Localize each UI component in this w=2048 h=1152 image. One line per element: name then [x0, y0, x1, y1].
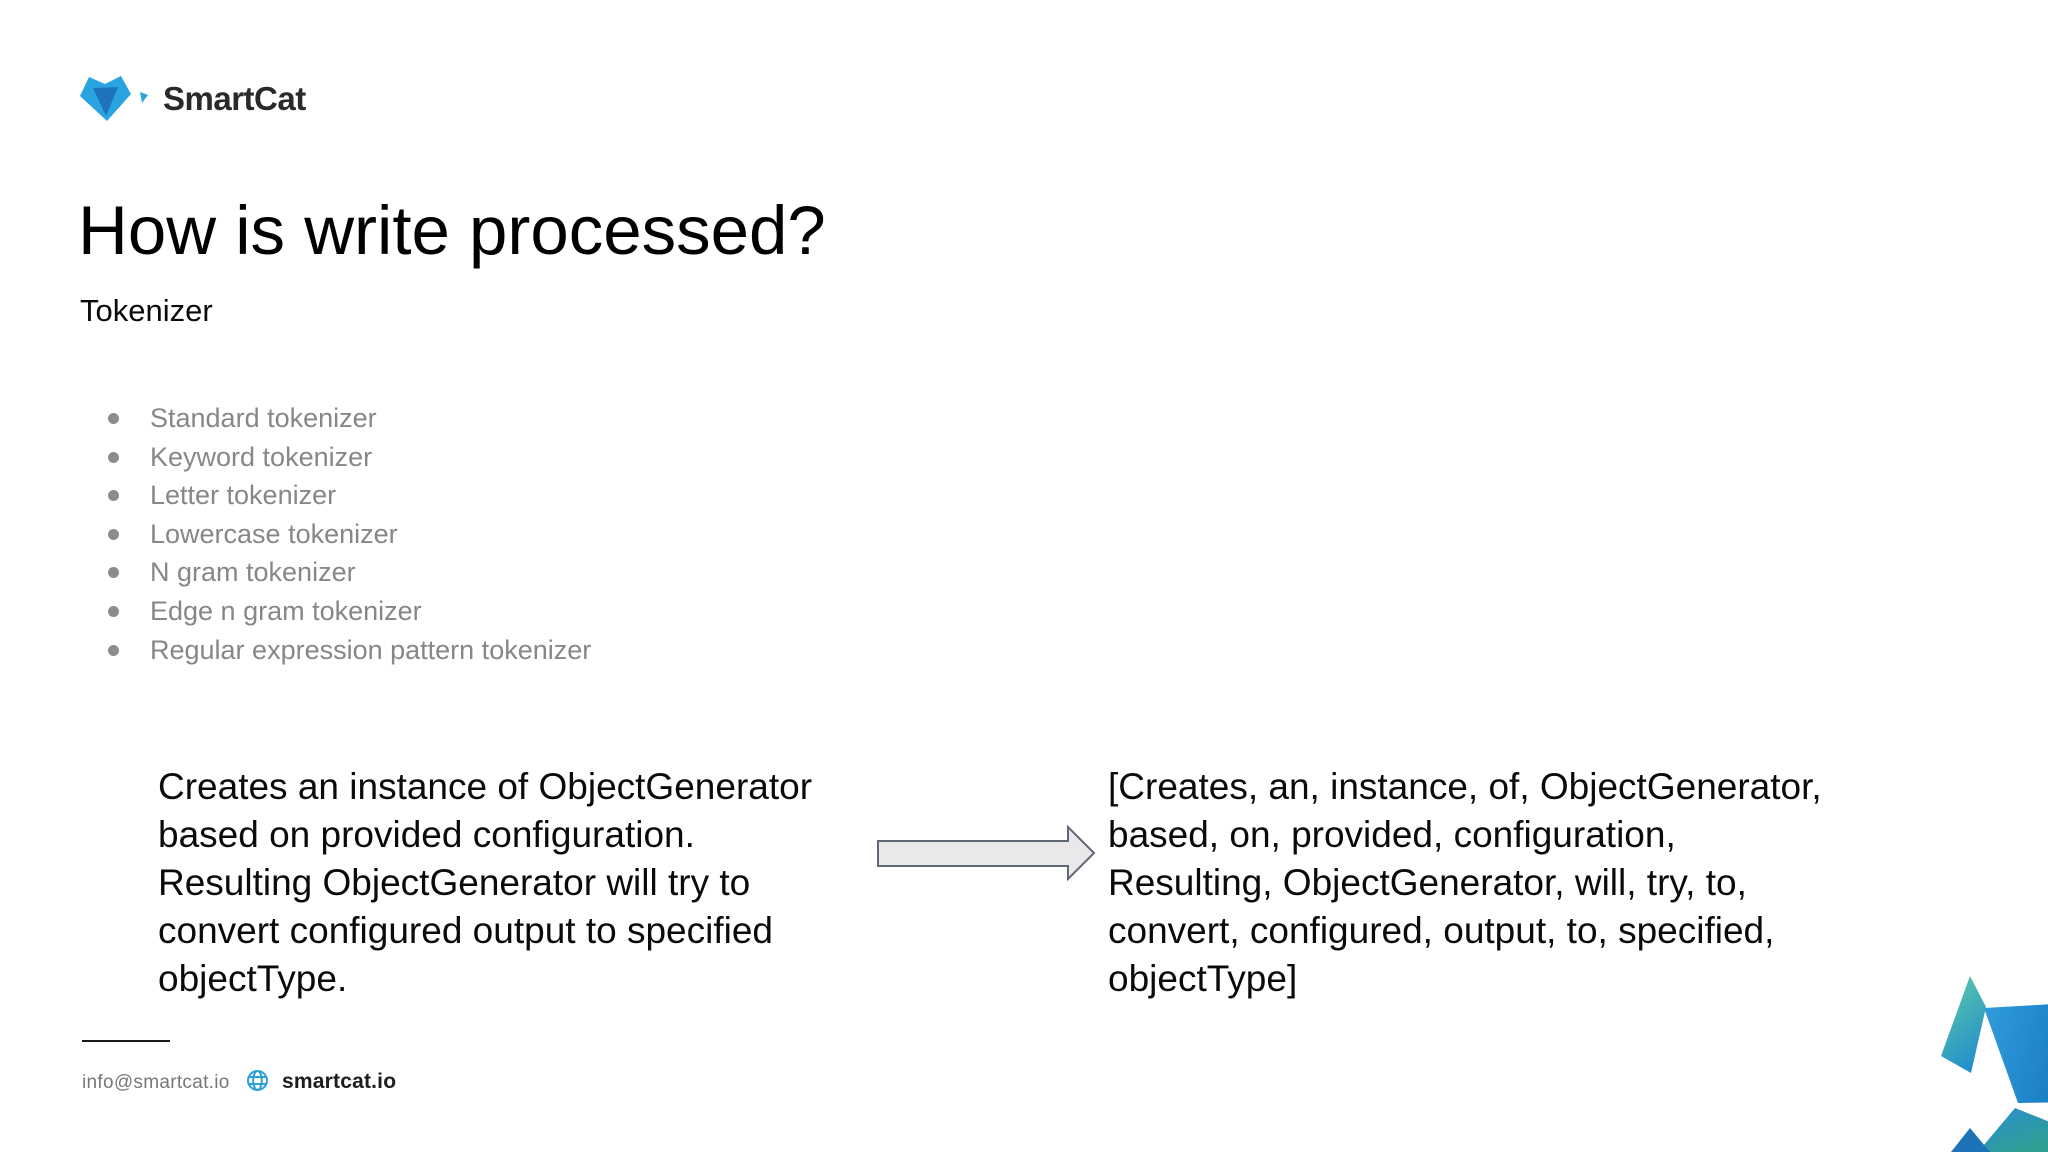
footer-website: smartcat.io: [282, 1070, 397, 1093]
list-item: Edge n gram tokenizer: [108, 592, 591, 631]
source-text-block: Creates an instance of ObjectGenerator b…: [158, 763, 812, 1003]
text-line: objectType]: [1108, 958, 1298, 999]
list-item: Lowercase tokenizer: [108, 515, 591, 554]
list-item: Regular expression pattern tokenizer: [108, 631, 591, 670]
tokenizer-list: Standard tokenizer Keyword tokenizer Let…: [108, 399, 591, 669]
page-subtitle: Tokenizer: [80, 293, 213, 328]
text-line: [Creates, an, instance, of, ObjectGenera…: [1108, 766, 1822, 807]
list-item: Standard tokenizer: [108, 399, 591, 438]
page-title: How is write processed?: [78, 192, 826, 269]
list-item: Keyword tokenizer: [108, 438, 591, 477]
smartcat-fox-icon: [80, 76, 148, 121]
globe-icon: [247, 1070, 268, 1091]
text-line: Resulting ObjectGenerator will try to: [158, 862, 751, 903]
text-line: Creates an instance of ObjectGenerator: [158, 766, 813, 807]
footer-email: info@smartcat.io: [82, 1072, 230, 1093]
text-line: convert configured output to specified: [158, 910, 773, 951]
list-item: N gram tokenizer: [108, 553, 591, 592]
text-line: Resulting, ObjectGenerator, will, try, t…: [1108, 862, 1747, 903]
right-arrow-icon: [874, 823, 1100, 883]
text-line: based, on, provided, configuration,: [1108, 814, 1676, 855]
text-line: based on provided configuration.: [158, 814, 695, 855]
text-line: convert, configured, output, to, specifi…: [1108, 910, 1775, 951]
tokenized-text-block: [Creates, an, instance, of, ObjectGenera…: [1108, 763, 1822, 1003]
text-line: objectType.: [158, 958, 348, 999]
footer-divider: [82, 1040, 170, 1042]
list-item: Letter tokenizer: [108, 476, 591, 515]
brand-name: SmartCat: [163, 80, 306, 117]
brand-logo: SmartCat: [78, 74, 306, 124]
corner-triangles-decoration: [1941, 976, 2048, 1152]
